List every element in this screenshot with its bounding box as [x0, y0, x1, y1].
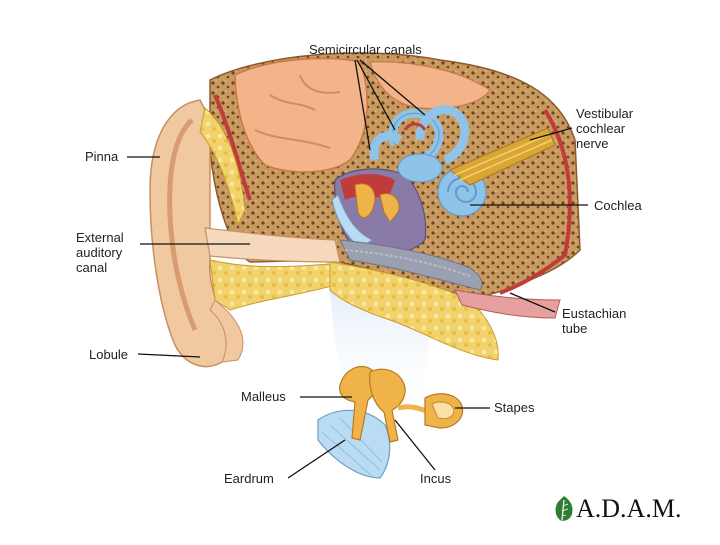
label-incus: Incus — [420, 471, 451, 486]
label-vestibular-cochlear-nerve: Vestibular cochlear nerve — [576, 106, 666, 151]
label-cochlea: Cochlea — [594, 198, 642, 213]
enlarged-ossicles — [318, 366, 463, 478]
label-eardrum: Eardrum — [224, 471, 274, 486]
label-semicircular-canals: Semicircular canals — [309, 42, 422, 57]
label-pinna: Pinna — [85, 149, 118, 164]
label-eustachian-tube-text: Eustachian tube — [562, 306, 626, 336]
label-external-auditory-canal-text: External auditory canal — [76, 230, 124, 275]
label-stapes: Stapes — [494, 400, 534, 415]
label-external-auditory-canal: External auditory canal — [76, 230, 146, 275]
label-lobule: Lobule — [89, 347, 128, 362]
adam-logo: A.D.A.M. — [552, 492, 682, 526]
label-eustachian-tube: Eustachian tube — [562, 306, 652, 336]
leaf-icon — [552, 494, 576, 524]
label-malleus: Malleus — [241, 389, 286, 404]
adam-logo-text: A.D.A.M. — [576, 494, 681, 524]
label-vestibular-cochlear-nerve-text: Vestibular cochlear nerve — [576, 106, 633, 151]
